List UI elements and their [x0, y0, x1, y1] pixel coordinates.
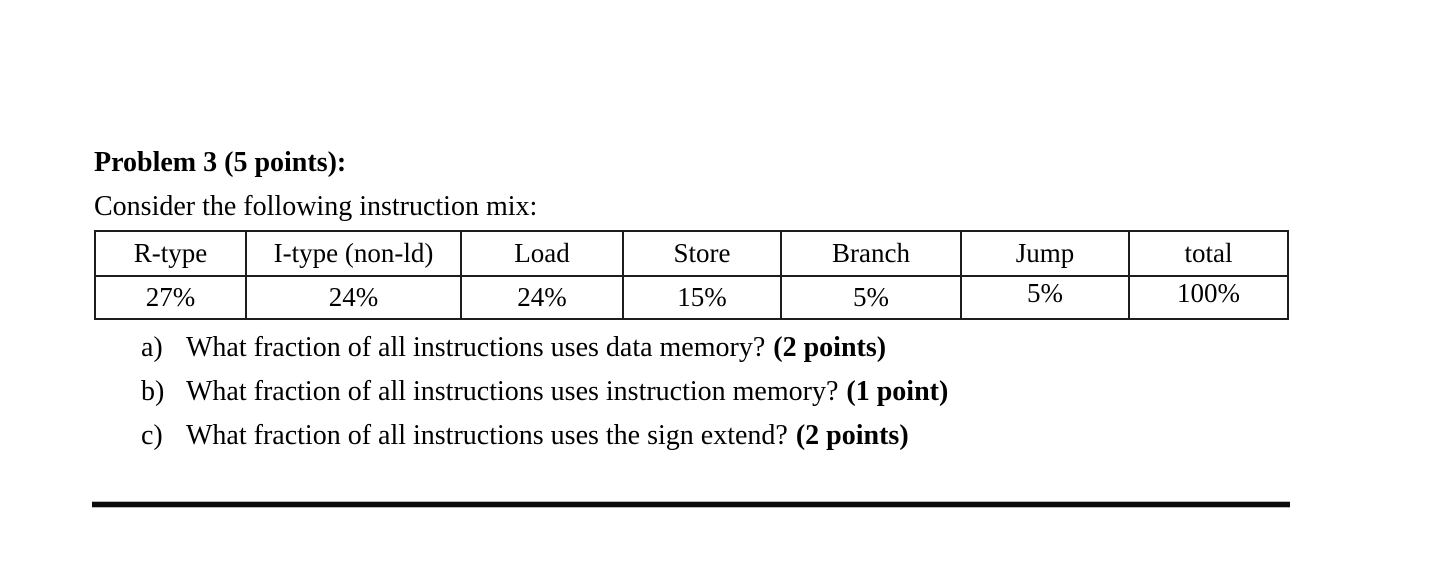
- question-text: What fraction of all instructions uses d…: [186, 332, 766, 363]
- table-value-cell-total: 100%: [1128, 275, 1289, 320]
- intro-text: Consider the following instruction mix:: [94, 191, 538, 222]
- question-body: What fraction of all instructions uses d…: [186, 332, 886, 364]
- question-body: What fraction of all instructions uses i…: [186, 376, 948, 408]
- table-header-cell-total: total: [1128, 230, 1289, 277]
- table-header-row: R-type I-type (non-ld) Load Store Branch…: [94, 230, 1289, 277]
- question-text: What fraction of all instructions uses t…: [186, 420, 788, 451]
- question-points: (2 points): [773, 332, 887, 363]
- question-list: a) What fraction of all instructions use…: [141, 332, 948, 464]
- table-value-cell-branch: 5%: [780, 275, 962, 320]
- question-marker: b): [141, 376, 165, 407]
- question-item-a: a) What fraction of all instructions use…: [141, 332, 948, 376]
- table-header-cell-itype: I-type (non-ld): [245, 230, 462, 277]
- table-header-cell-rtype: R-type: [94, 230, 247, 277]
- instruction-mix-table: R-type I-type (non-ld) Load Store Branch…: [94, 230, 1289, 320]
- question-marker: a): [141, 332, 163, 363]
- question-points: (2 points): [795, 420, 909, 451]
- bottom-divider-rule: [92, 501, 1290, 508]
- table-value-cell-jump: 5%: [960, 275, 1130, 320]
- table-value-cell-rtype: 27%: [94, 275, 247, 320]
- table-value-cell-store: 15%: [622, 275, 782, 320]
- table-header-cell-store: Store: [622, 230, 782, 277]
- question-item-c: c) What fraction of all instructions use…: [141, 420, 948, 464]
- question-text: What fraction of all instructions uses i…: [186, 376, 839, 407]
- table-header-cell-branch: Branch: [780, 230, 962, 277]
- table-value-cell-itype: 24%: [245, 275, 462, 320]
- table-header-cell-load: Load: [460, 230, 624, 277]
- question-body: What fraction of all instructions uses t…: [186, 420, 909, 452]
- table-value-cell-load: 24%: [460, 275, 624, 320]
- question-points: (1 point): [846, 376, 949, 407]
- problem-title: Problem 3 (5 points):: [94, 147, 347, 178]
- question-marker: c): [141, 420, 163, 451]
- table-header-cell-jump: Jump: [960, 230, 1130, 277]
- question-item-b: b) What fraction of all instructions use…: [141, 376, 948, 420]
- table-value-row: 27% 24% 24% 15% 5% 5% 100%: [94, 275, 1289, 320]
